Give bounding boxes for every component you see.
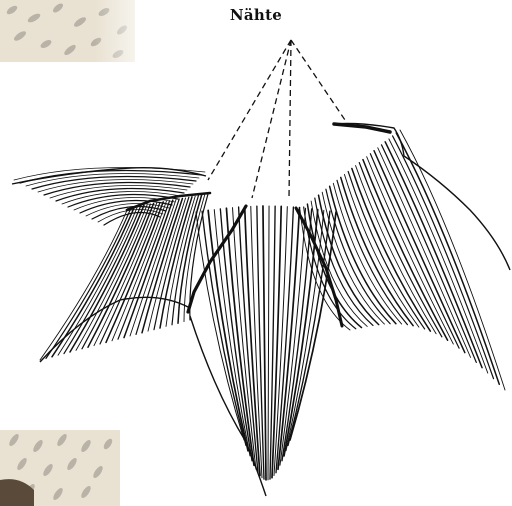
leader-line-3: [289, 40, 291, 198]
leader-line-1: [208, 40, 291, 180]
seam-center-left: [188, 206, 246, 312]
fiber-stroke: [389, 139, 488, 373]
leader-lines: [208, 40, 345, 198]
fiber-stroke: [268, 206, 269, 480]
photo-fragment-bottom-left: [0, 430, 120, 506]
seam-upper-right: [334, 124, 390, 132]
fiber-stroke: [385, 142, 482, 368]
fiber-stroke: [112, 201, 166, 341]
fiber-stroke: [82, 204, 150, 349]
fiber-hatching: [14, 130, 505, 480]
fiber-stroke: [263, 206, 266, 480]
leader-line-4: [291, 40, 345, 120]
fiber-stroke: [400, 130, 505, 390]
leader-line-2: [252, 40, 291, 198]
seams-label: Nähte: [0, 6, 512, 24]
